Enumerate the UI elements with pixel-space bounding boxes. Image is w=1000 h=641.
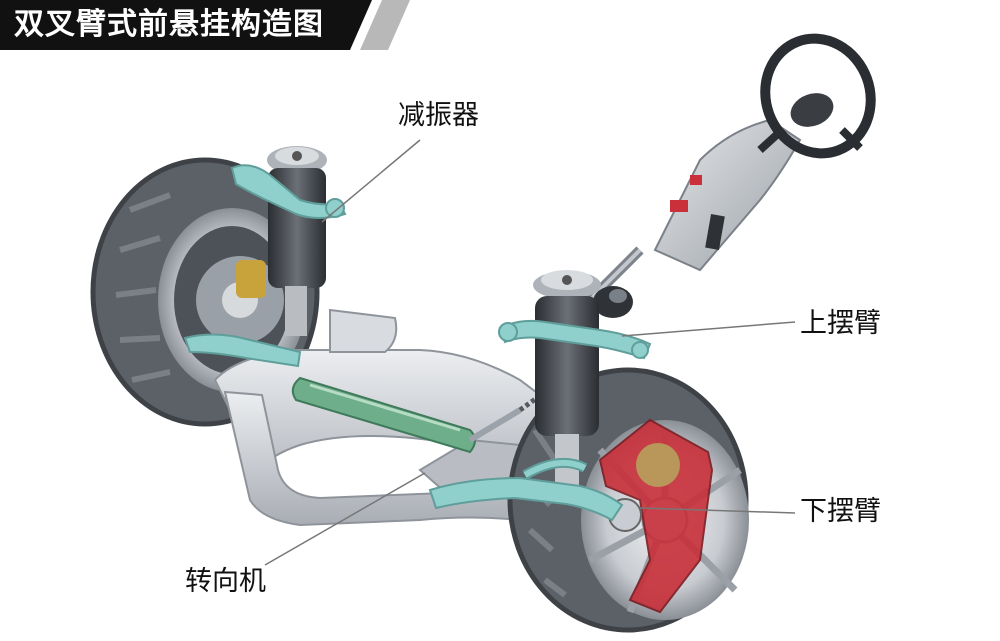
leader-upper-arm (621, 321, 796, 337)
leader-steering (264, 472, 426, 566)
left-strut (267, 146, 327, 336)
steering-rack (291, 376, 557, 454)
steering-wheel (760, 33, 876, 159)
left-lower-arm (183, 333, 302, 368)
page-title: 双叉臂式前悬挂构造图 (14, 7, 324, 42)
leader-lines (264, 139, 796, 566)
label-upper-arm: 上摆臂 (800, 308, 881, 339)
label-shock-absorber: 减振器 (398, 100, 479, 131)
steering-column (556, 33, 876, 334)
left-upper-arm (230, 164, 347, 219)
brake-caliper (598, 418, 714, 614)
leader-lower-arm (639, 507, 796, 514)
label-steering-gear: 转向机 (185, 566, 266, 597)
title-banner: 双叉臂式前悬挂构造图 (0, 0, 420, 50)
right-lower-arm (428, 476, 624, 522)
leader-shock (321, 139, 421, 223)
label-lower-arm: 下摆臂 (800, 496, 881, 527)
